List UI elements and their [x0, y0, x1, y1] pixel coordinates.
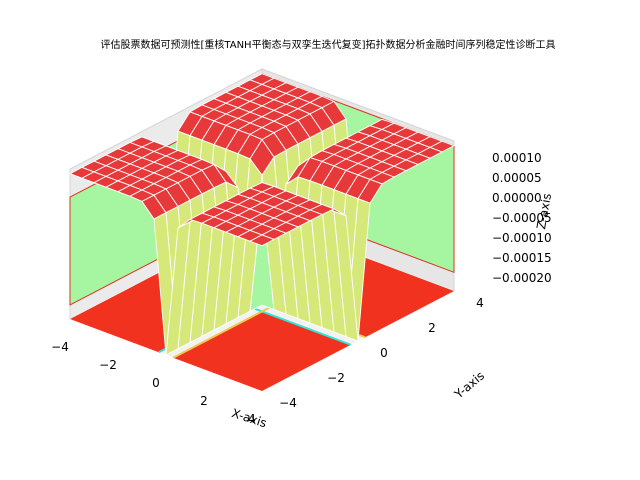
tick-labels: −4 −2 0 2 4 −4 −2 0 2 4 0.00010 0.00005 0.00000 −0.00…	[51, 151, 552, 426]
y-tick-label: 2	[428, 321, 436, 335]
y-tick-label: 0	[380, 346, 388, 360]
x-axis-label: X-axis	[230, 406, 269, 430]
x-tick-label: −2	[99, 358, 117, 372]
z-tick-label: −0.00005	[492, 211, 552, 225]
z-axis-label: Z-axis	[534, 192, 554, 230]
surface-mesh	[68, 73, 456, 356]
z-tick-label: −0.00015	[492, 251, 552, 265]
y-axis-label: Y-axis	[451, 369, 487, 402]
floor-quadrant	[173, 311, 351, 391]
z-tick-label: −0.00020	[492, 271, 552, 285]
x-tick-label: 4	[248, 412, 256, 426]
x-tick-label: 2	[200, 394, 208, 408]
z-tick-label: −0.00010	[492, 231, 552, 245]
x-tick-label: 0	[152, 376, 160, 390]
x-tick-label: −4	[51, 340, 69, 354]
z-tick-label: 0.00010	[492, 151, 542, 165]
z-tick-label: 0.00005	[492, 171, 542, 185]
y-tick-label: 4	[476, 296, 484, 310]
z-tick-label: 0.00000	[492, 191, 542, 205]
surface-cell	[248, 234, 276, 247]
y-tick-label: −4	[279, 396, 297, 410]
y-tick-label: −2	[327, 371, 345, 385]
chart-title: 评估股票数据可预测性[重核TANH平衡态与双孪生迭代复变]拓扑数据分析金融时间序…	[101, 38, 556, 51]
